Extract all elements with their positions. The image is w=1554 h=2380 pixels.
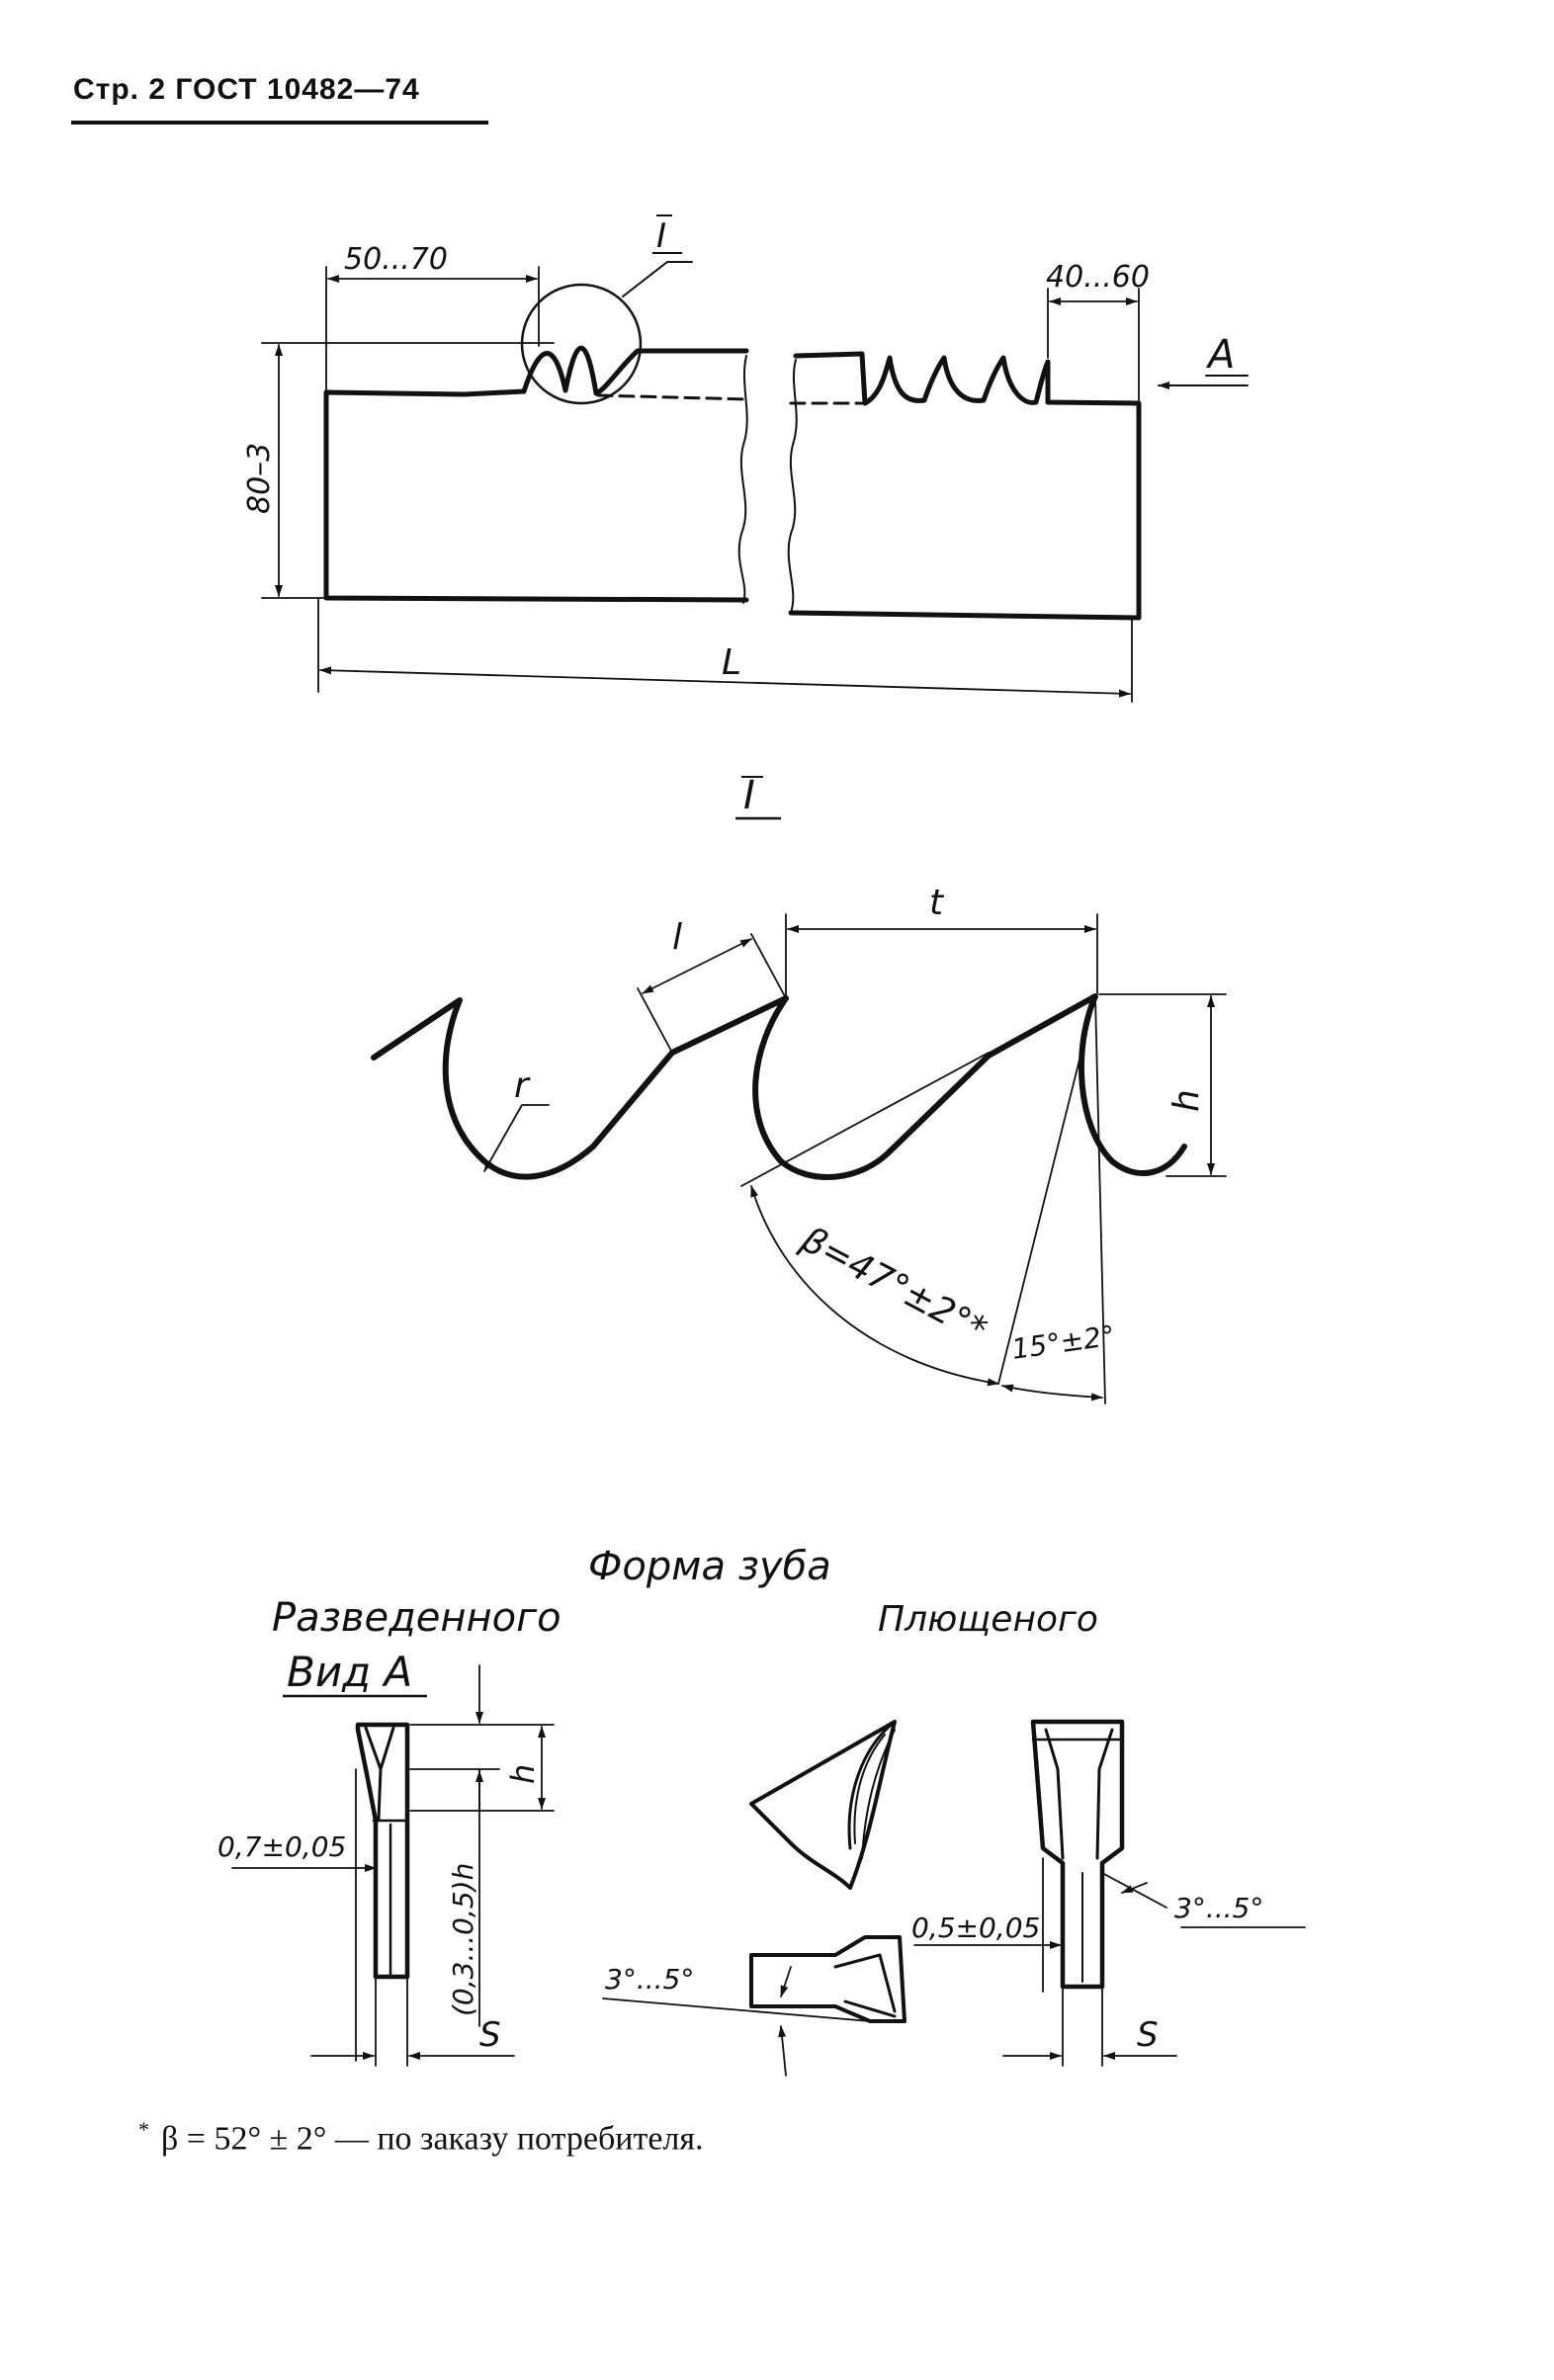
height-label: h [1166, 1089, 1207, 1112]
tooth-profile-detail [371, 913, 1227, 1404]
dim-50-70-text: 50...70 [344, 242, 448, 277]
page-header: Стр. 2 ГОСТ 10482—74 [73, 73, 420, 106]
footnote-text: β = 52° ± 2° — по заказу потребителя. [161, 2120, 704, 2158]
break-line-right [787, 359, 798, 614]
set-h-text: h [504, 1764, 542, 1784]
footnote: * β = 52° ± 2° — по заказу потребителя. [138, 2117, 704, 2158]
swaged-tooth-label: Плющеного [878, 1599, 1098, 1640]
detail-circle [520, 283, 643, 405]
header-rule [71, 121, 488, 125]
swaged-tooth-perspective [749, 1720, 897, 1890]
dim-length-text: L [722, 642, 741, 683]
detail-marker-text: I [656, 216, 666, 256]
dim-line-length [319, 666, 1131, 698]
set-s-text: S [479, 2015, 501, 2055]
swage-s-text: S [1137, 2015, 1159, 2055]
angle-rake-text: 15°±2° [1009, 1319, 1116, 1366]
swaged-tooth-side [913, 1719, 1306, 2067]
blade-left-outline [323, 345, 749, 603]
swage-bottom-angle-text: 3°...5° [605, 1963, 694, 1996]
set-width-text: 0,7±0,05 [217, 1830, 346, 1863]
swage-width-text: 0,5±0,05 [911, 1912, 1040, 1944]
dim-40-60-text: 40...60 [1046, 260, 1150, 295]
tooth-form-title: Форма зуба [588, 1544, 831, 1589]
blade-right-outline [788, 351, 1142, 621]
tooth-profile-line [371, 993, 1187, 1180]
swaged-tooth-top [602, 1935, 906, 2077]
set-depth-text: (0,3...0,5)h [447, 1863, 479, 2016]
detail-title: I [743, 773, 755, 818]
set-tooth-label: Разведенного [272, 1595, 561, 1641]
pitch-label: t [929, 883, 945, 923]
radius-label: r [514, 1065, 531, 1106]
view-arrow-label: A [1205, 332, 1235, 378]
angle-arc-rake [1001, 1384, 1103, 1402]
dim-height-text: 80–3 [242, 443, 277, 514]
angle-beta-text: β=47°±2°* [794, 1219, 993, 1350]
footnote-mark: * [138, 2117, 149, 2142]
break-line-left [737, 355, 748, 604]
detail-leader [622, 261, 693, 298]
view-a-label: Вид A [287, 1648, 412, 1696]
land-label: l [672, 917, 682, 958]
dim-line-land [642, 938, 752, 994]
angle-arc-beta [750, 1185, 999, 1387]
blade-left-dashed [596, 393, 748, 401]
set-tooth-drawing [231, 1664, 555, 2067]
blade-top-view [261, 261, 1249, 703]
swage-right-angle-text: 3°...5° [1174, 1892, 1263, 1924]
radius-leader [483, 1104, 550, 1172]
